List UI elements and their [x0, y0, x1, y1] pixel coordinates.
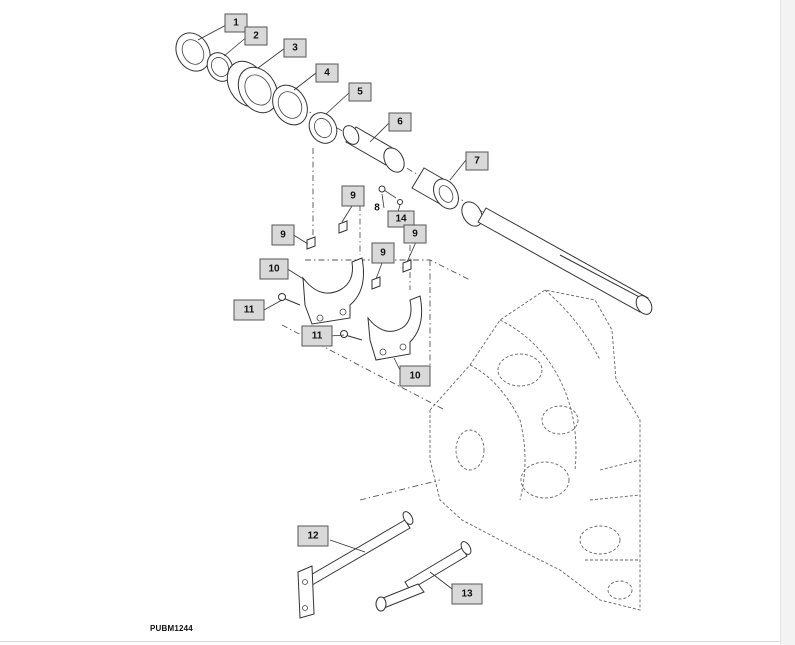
- part-13-shift-arm: [375, 541, 472, 612]
- part-8-bolt: [378, 185, 403, 205]
- svg-text:14: 14: [395, 214, 407, 225]
- svg-text:4: 4: [324, 68, 330, 79]
- svg-text:9: 9: [350, 191, 356, 202]
- svg-text:3: 3: [292, 43, 298, 54]
- part-9-inserts: [306, 220, 412, 290]
- callout-4: 4: [315, 63, 339, 83]
- svg-text:5: 5: [357, 87, 363, 98]
- svg-text:2: 2: [253, 31, 259, 42]
- callout-9c: 9: [403, 224, 427, 244]
- figure-id: PUBM1244: [150, 624, 193, 633]
- callout-10a: 10: [259, 258, 289, 280]
- svg-text:13: 13: [461, 589, 473, 600]
- part-7-hub: [411, 167, 459, 210]
- leader-lines: [197, 23, 467, 593]
- callout-9b: 9: [271, 224, 295, 246]
- callout-6: 6: [388, 112, 412, 132]
- bottom-divider: [0, 641, 780, 642]
- conn-line: [359, 479, 441, 501]
- svg-text:12: 12: [307, 531, 319, 542]
- callout-9a: 9: [341, 185, 365, 207]
- callout-5: 5: [348, 82, 372, 102]
- callout-10b: 10: [399, 365, 431, 387]
- part-10-fork-lower: [367, 295, 423, 361]
- svg-text:9: 9: [412, 229, 418, 240]
- svg-text:6: 6: [397, 117, 403, 128]
- callout-12: 12: [297, 525, 329, 547]
- svg-text:7: 7: [474, 156, 480, 167]
- svg-text:10: 10: [409, 371, 421, 382]
- scrollbar-track[interactable]: [780, 0, 795, 645]
- callout-11b: 11: [301, 325, 333, 347]
- svg-text:8: 8: [374, 203, 380, 214]
- callout-14: 14: [387, 210, 415, 228]
- part-10-fork-upper: [302, 257, 364, 325]
- svg-text:11: 11: [312, 331, 323, 342]
- part-11-screws: [278, 293, 363, 341]
- part-2-snap-ring: [206, 52, 234, 82]
- svg-text:9: 9: [380, 248, 386, 259]
- pto-shaft: [461, 201, 653, 315]
- part-3-coupler: [226, 60, 279, 114]
- part-5-collar: [308, 112, 338, 144]
- callout-11a: 11: [233, 299, 265, 321]
- part-6-sleeve: [342, 125, 405, 173]
- svg-text:10: 10: [268, 264, 280, 275]
- svg-text:11: 11: [244, 305, 255, 316]
- part-12-shift-rod: [297, 511, 414, 619]
- part-4-bearing: [272, 84, 308, 126]
- exploded-parts-diagram: 1 2 3 4 5 6 7 8 9 14 9 9 9 10 11 11 10 1…: [175, 13, 653, 619]
- callout-13: 13: [451, 583, 483, 605]
- callout-2: 2: [244, 26, 268, 46]
- callout-7: 7: [465, 151, 489, 171]
- callout-3: 3: [283, 38, 307, 58]
- callout-8: 8: [374, 203, 380, 214]
- svg-text:1: 1: [233, 18, 239, 29]
- callout-1: 1: [224, 13, 248, 33]
- transmission-housing: [429, 289, 641, 611]
- part-1-seal: [175, 32, 211, 72]
- svg-text:9: 9: [280, 230, 286, 241]
- callout-9d: 9: [371, 242, 395, 264]
